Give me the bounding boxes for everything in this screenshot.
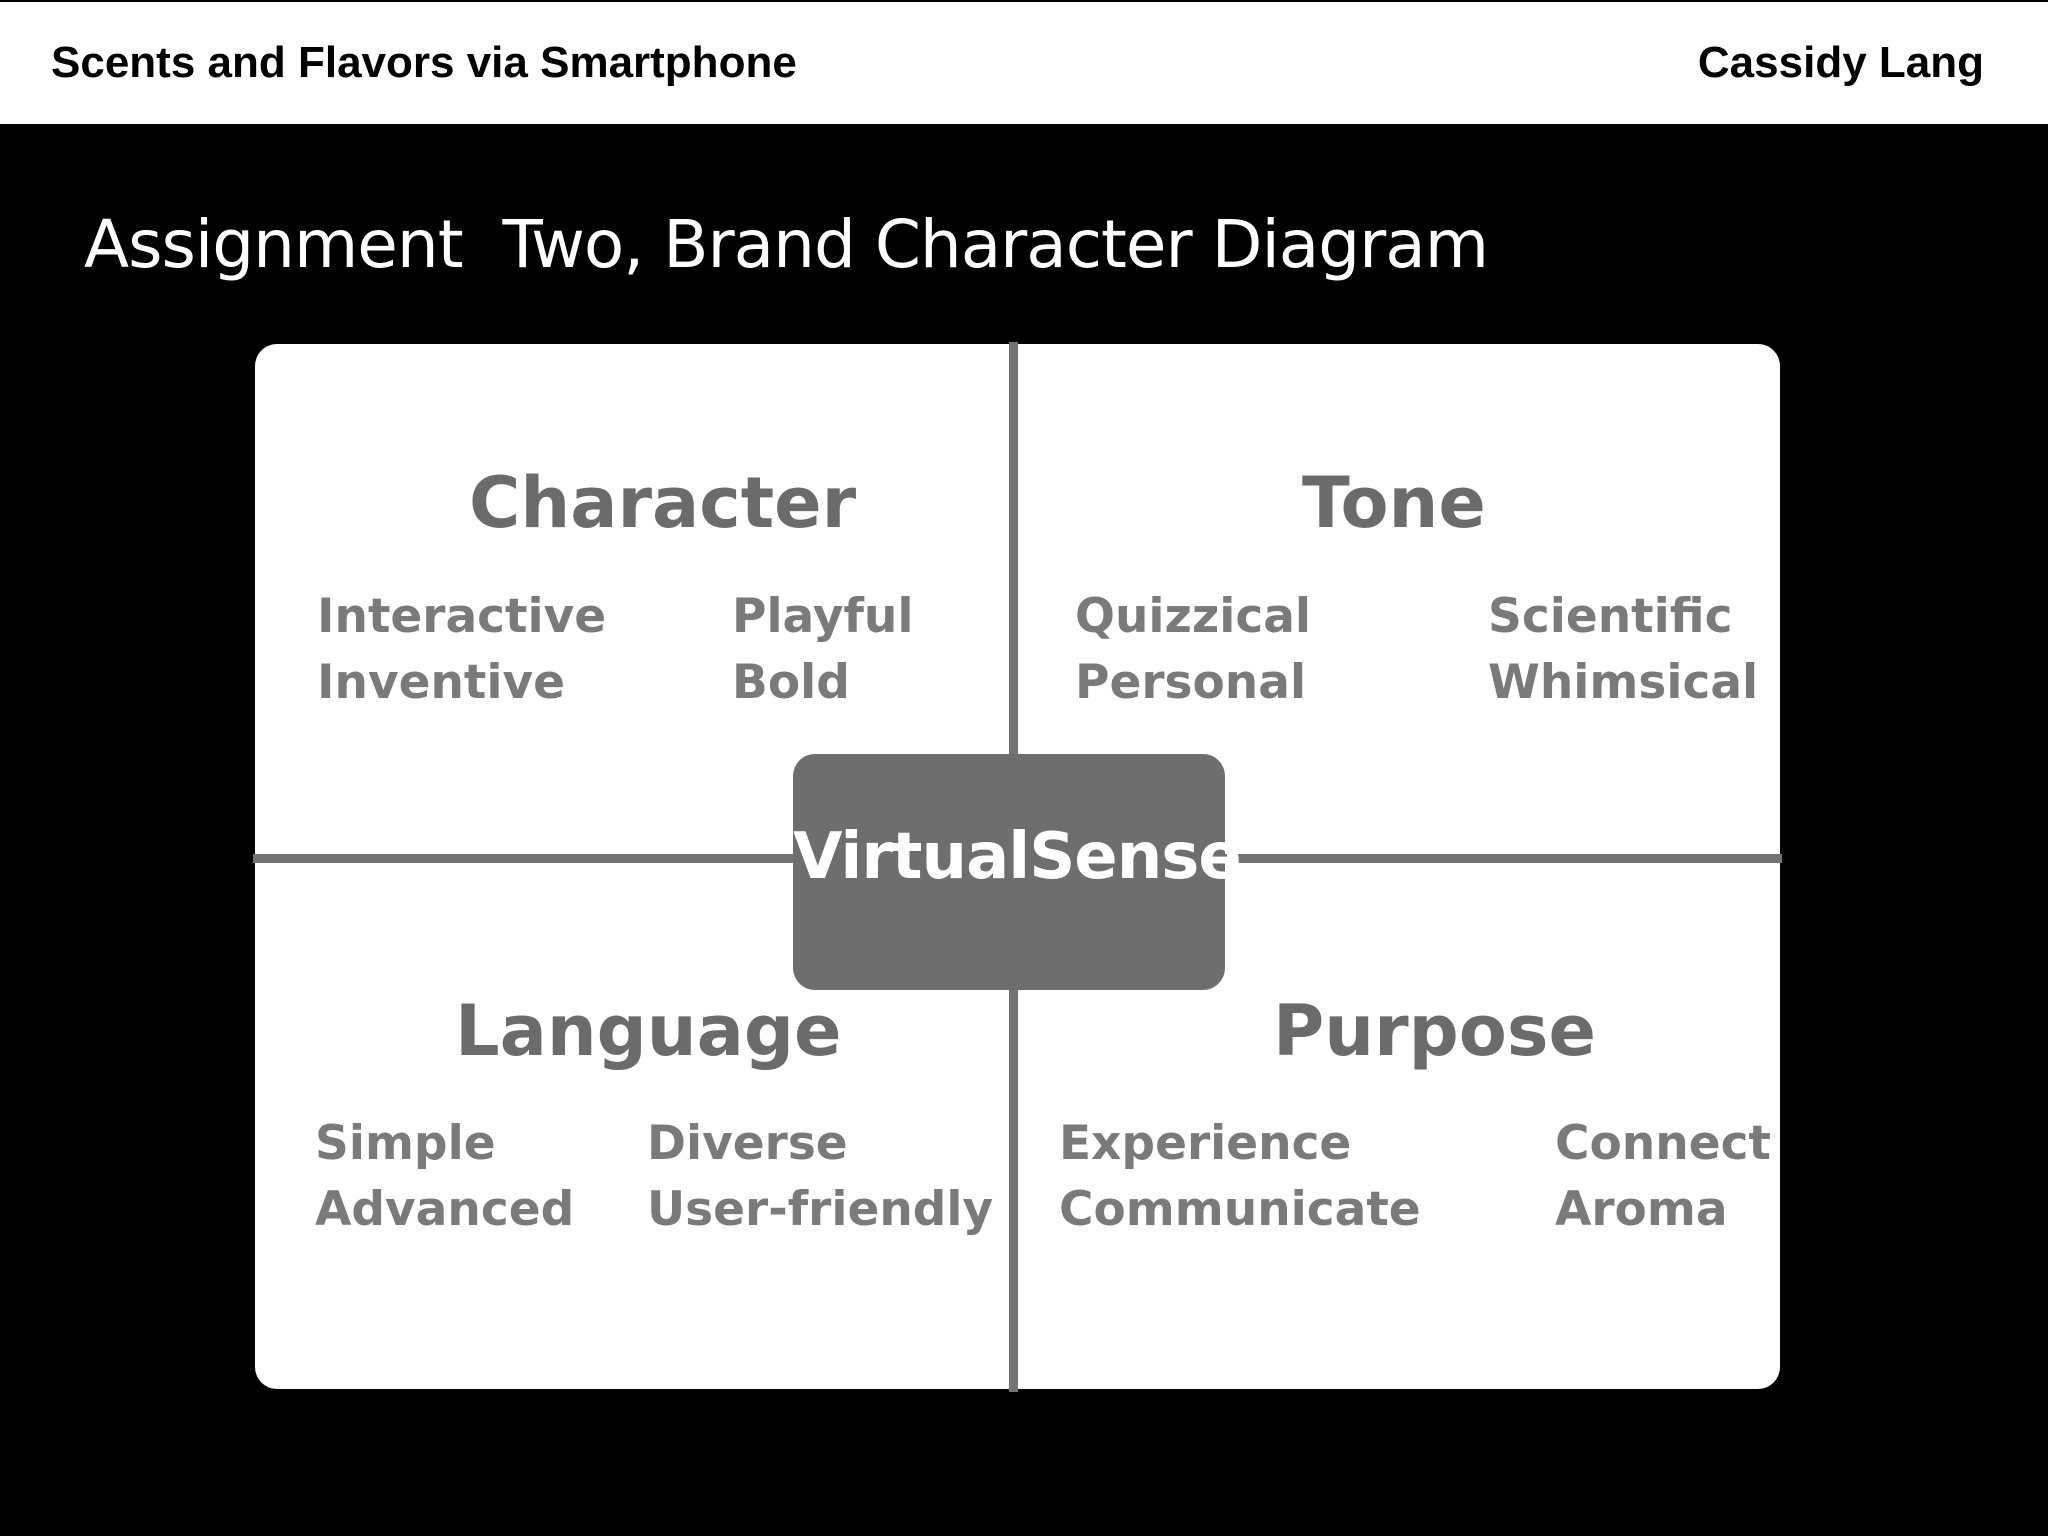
tone-trait: Scientific: [1488, 589, 1733, 644]
brand-center-box: VirtualSense: [793, 754, 1242, 990]
language-heading: Language: [455, 990, 842, 1072]
purpose-trait: Experience: [1059, 1116, 1352, 1171]
presentation-title: Scents and Flavors via Smartphone: [51, 38, 797, 87]
character-trait: Playful: [732, 589, 914, 644]
language-trait: Advanced: [315, 1182, 575, 1237]
header-bar: Scents and Flavors via Smartphone Cassid…: [0, 0, 2048, 124]
purpose-trait: Communicate: [1059, 1182, 1421, 1237]
brand-character-diagram: Character Interactive Inventive Playful …: [253, 342, 1782, 1392]
language-trait: User-friendly: [647, 1182, 994, 1237]
character-trait: Bold: [732, 655, 850, 710]
tone-trait: Quizzical: [1075, 589, 1312, 644]
slide-title: Assignment Two, Brand Character Diagram: [84, 206, 1489, 283]
character-trait: Interactive: [317, 589, 607, 644]
tone-heading: Tone: [1302, 462, 1486, 544]
brand-name: VirtualSense: [793, 820, 1242, 894]
purpose-heading: Purpose: [1273, 990, 1596, 1072]
language-trait: Simple: [315, 1116, 496, 1171]
character-trait: Inventive: [317, 655, 566, 710]
character-heading: Character: [469, 462, 857, 544]
author-name: Cassidy Lang: [1697, 38, 1984, 87]
purpose-trait: Connect: [1555, 1116, 1771, 1171]
tone-trait: Personal: [1075, 655, 1307, 710]
purpose-trait: Aroma: [1555, 1182, 1728, 1237]
tone-trait: Whimsical: [1488, 655, 1759, 710]
language-trait: Diverse: [647, 1116, 848, 1171]
